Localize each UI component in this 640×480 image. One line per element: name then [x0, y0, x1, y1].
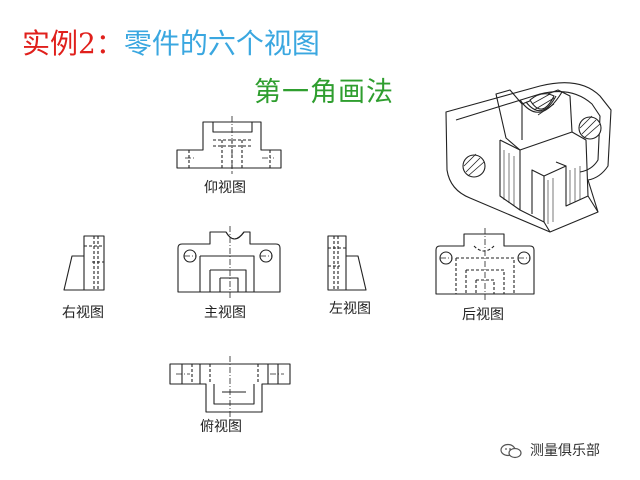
left-view-drawing	[327, 235, 367, 291]
front-view-drawing	[177, 226, 281, 298]
view-label-front: 主视图	[204, 305, 246, 321]
bottom-view-drawing	[176, 116, 282, 174]
watermark-text: 测量俱乐部	[530, 443, 600, 459]
top-view-drawing	[169, 356, 291, 420]
view-label-left: 左视图	[329, 301, 371, 317]
view-label-bottom: 仰视图	[204, 180, 246, 196]
wechat-icon	[500, 443, 522, 459]
watermark: 测量俱乐部	[500, 440, 600, 460]
page-title: 实例2：零件的六个视图	[22, 22, 320, 62]
view-label-top: 俯视图	[200, 419, 242, 435]
title-topic: 零件的六个视图	[123, 27, 320, 60]
subtitle: 第一角画法	[254, 77, 394, 108]
isometric-part-drawing	[445, 82, 612, 233]
right-view-drawing	[63, 235, 105, 291]
view-label-right: 右视图	[62, 305, 104, 321]
view-label-rear: 后视图	[462, 307, 504, 323]
rear-view-drawing	[435, 228, 535, 300]
title-prefix: 实例2：	[22, 27, 124, 60]
